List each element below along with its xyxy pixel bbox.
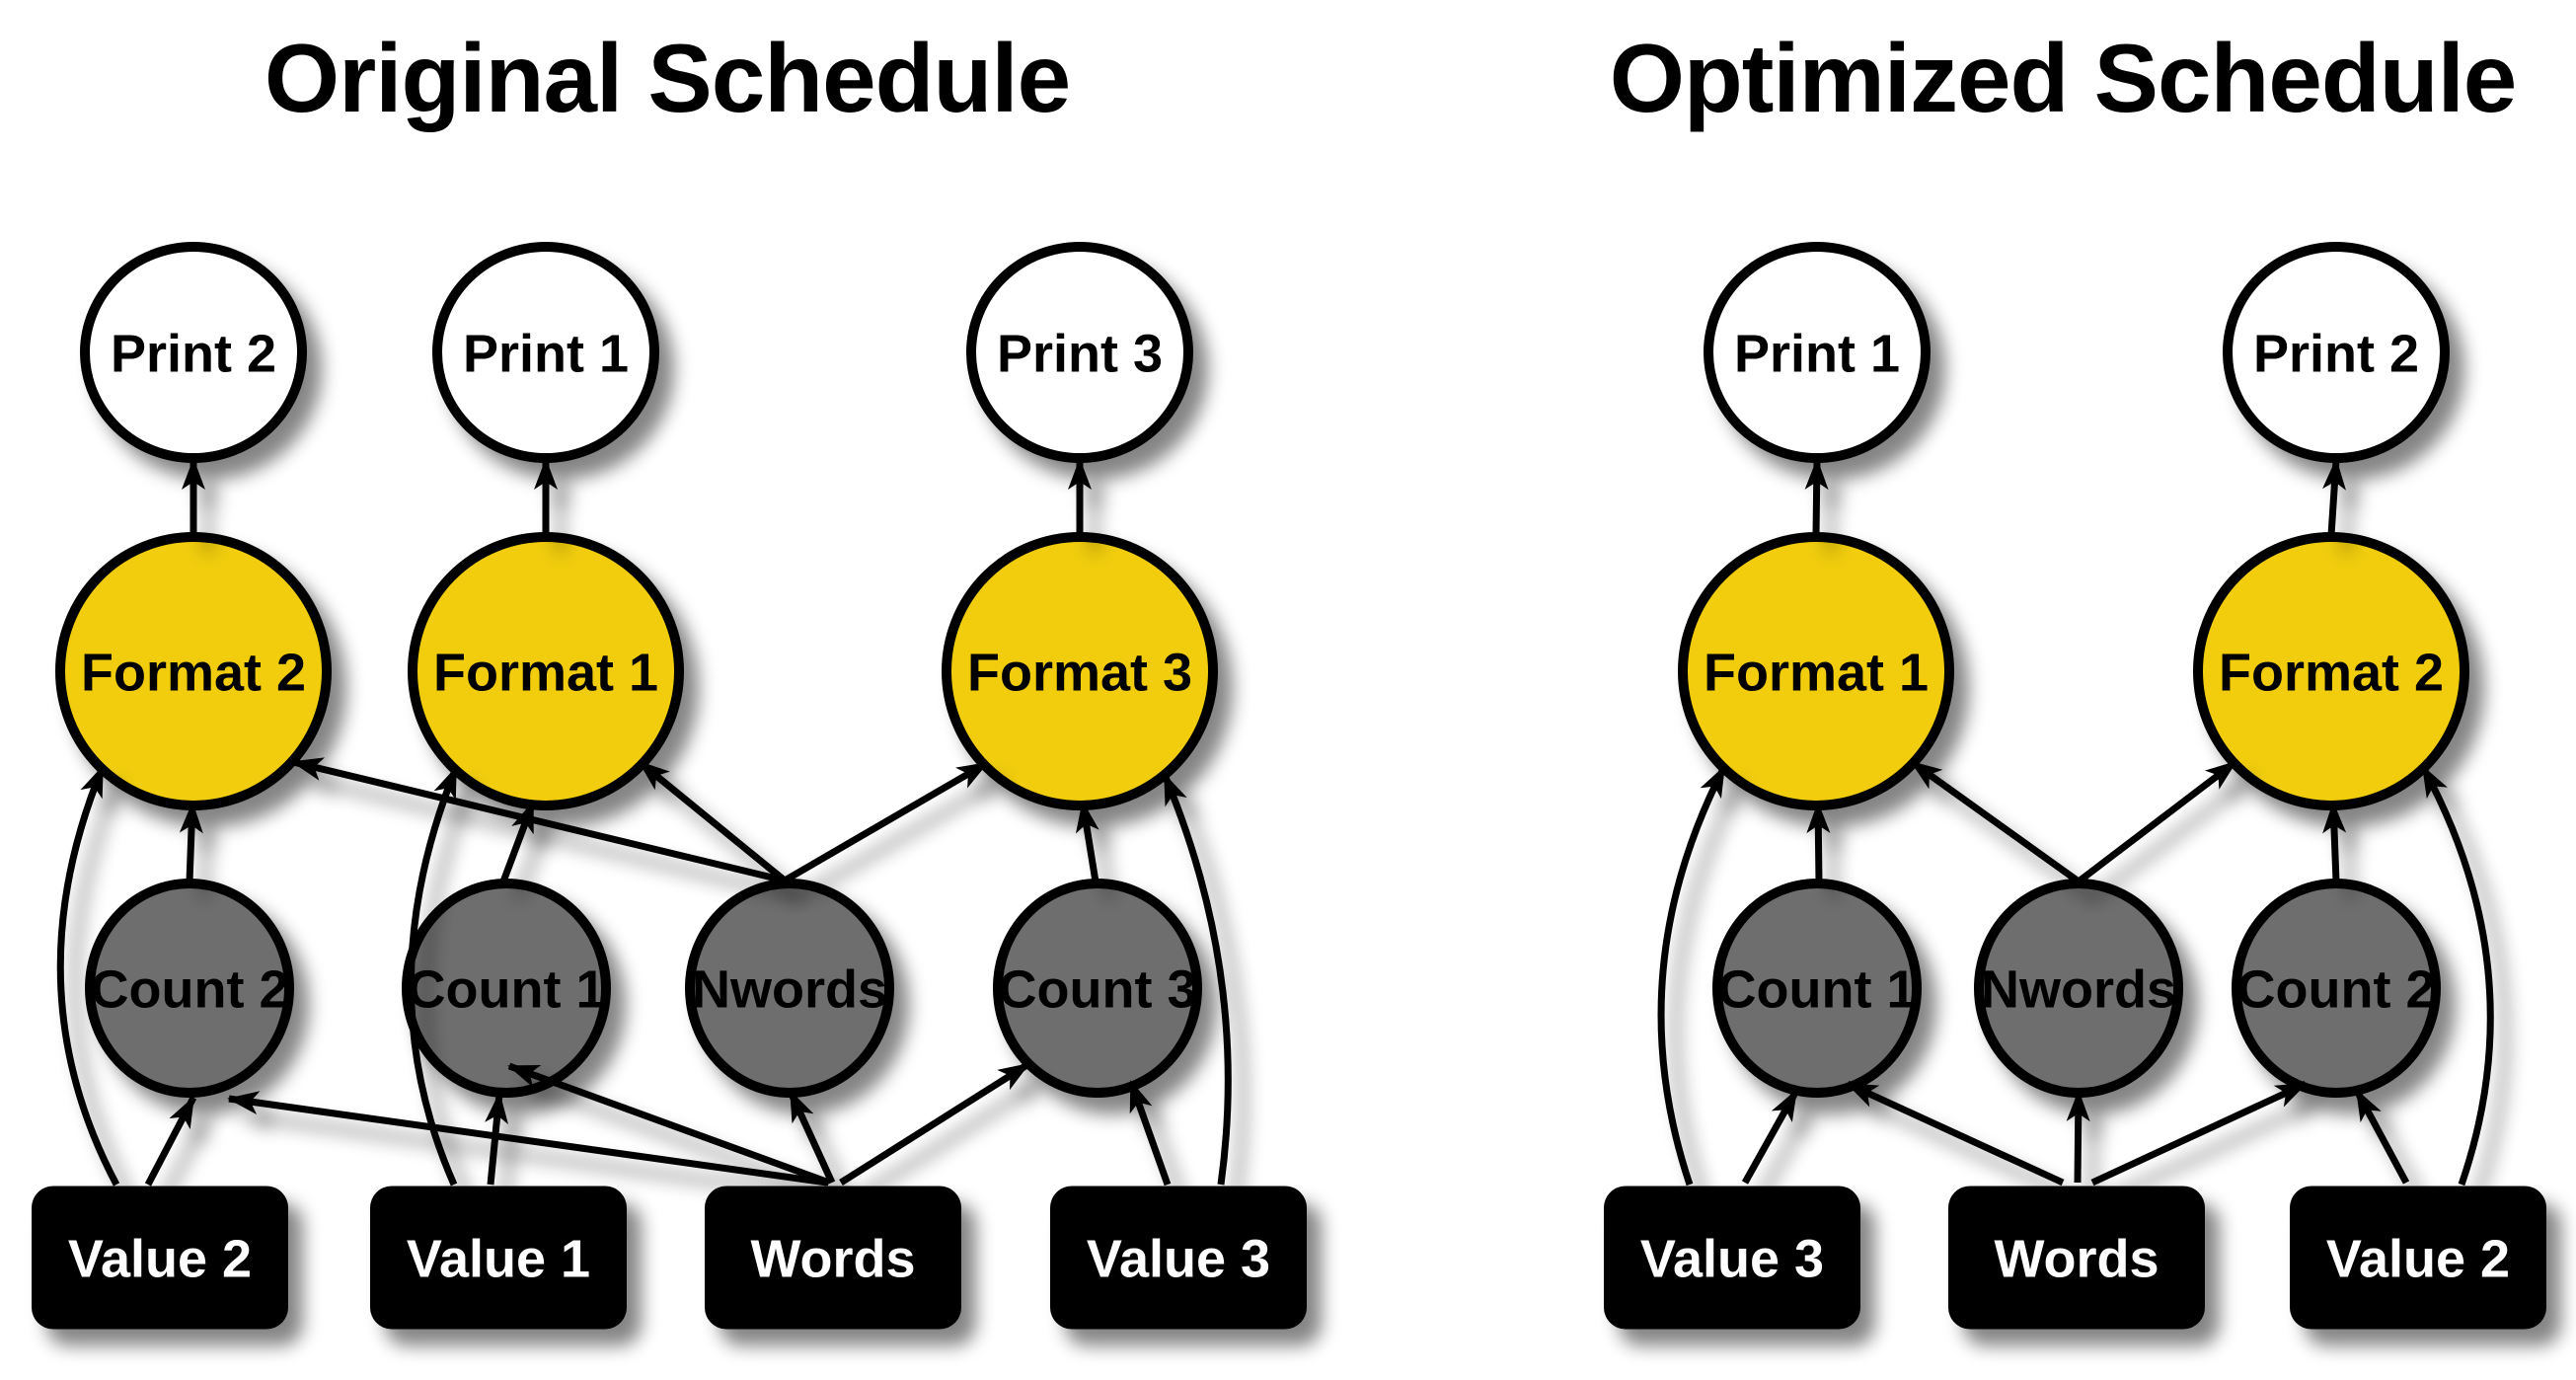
node-label-format2: Format 2 [81, 643, 306, 702]
node-label-format2: Format 2 [2219, 643, 2444, 702]
original-node-count3: Count 3 [993, 879, 1202, 1098]
optimized-edge-value2-to-format2 [2419, 765, 2494, 1187]
original-edge-words-to-count2 [227, 1091, 828, 1187]
source-box [1604, 1186, 1860, 1330]
node-label-print2: Print 2 [111, 324, 276, 383]
original-edge-count2-to-format2 [179, 802, 203, 882]
optimized-node-format1: Format 1 [1678, 532, 1954, 810]
original-node-value3: Value 3 [1050, 1186, 1307, 1330]
optimized-edge-format2-to-print2 [2322, 458, 2347, 536]
node-label-count3: Count 3 [999, 959, 1197, 1019]
optimized-edge-value2-to-count2 [2353, 1089, 2410, 1185]
original-node-words: Words [705, 1186, 961, 1330]
optimized-edge-value3-to-count1 [1741, 1089, 1800, 1185]
node-label-count1: Count 1 [1718, 959, 1917, 1019]
optimized-node-value2: Value 2 [2290, 1186, 2546, 1330]
optimized-edge-value3-to-format1 [1657, 765, 1728, 1187]
optimized-edge-format1-to-print1 [1804, 458, 1829, 536]
optimized-edge-count1-to-format1 [1806, 802, 1831, 882]
original-edge-value2-to-count2 [144, 1096, 197, 1187]
original-edge-value3-to-count3 [1127, 1080, 1172, 1187]
original-node-format3: Format 3 [942, 532, 1218, 810]
original-edge-nwords-to-format3 [783, 759, 989, 884]
node-label-value2: Value 2 [68, 1229, 252, 1288]
diagram-original: Print 2 Print 1 Print 3 Format 2 Format 1 For… [32, 242, 1307, 1330]
source-box [32, 1186, 288, 1330]
original-node-format1: Format 1 [408, 532, 684, 810]
original-node-print1: Print 1 [432, 242, 659, 463]
source-box [705, 1186, 961, 1330]
original-edge-words-to-count3 [839, 1061, 1030, 1186]
optimized-edge-nwords-to-format2 [2076, 759, 2238, 884]
optimized-node-count1: Count 1 [1712, 879, 1922, 1098]
node-label-print2: Print 2 [2253, 324, 2419, 383]
node-label-value1: Value 1 [407, 1229, 590, 1288]
node-label-value3: Value 3 [1640, 1229, 1824, 1288]
optimized-node-print1: Print 1 [1704, 242, 1931, 463]
original-node-print3: Print 3 [966, 242, 1193, 463]
title-original-schedule: Original Schedule [264, 24, 1071, 132]
original-node-nwords: Nwords [685, 879, 894, 1098]
source-box [2290, 1186, 2546, 1330]
title-optimized-schedule: Optimized Schedule [1609, 24, 2518, 132]
optimized-edge-nwords-to-format1 [1909, 759, 2082, 884]
original-edge-value2-to-format2 [56, 765, 120, 1187]
node-label-nwords: Nwords [1981, 959, 2176, 1019]
optimized-node-count2: Count 2 [2232, 879, 2441, 1098]
count-circle [1712, 879, 1922, 1098]
node-label-value2: Value 2 [2326, 1229, 2510, 1288]
optimized-node-format2: Format 2 [2193, 532, 2469, 810]
original-edge-nwords-to-format1 [637, 759, 788, 883]
node-label-print1: Print 1 [463, 324, 629, 383]
original-node-print2: Print 2 [80, 242, 307, 463]
node-label-words: Words [750, 1229, 915, 1288]
optimized-node-words: Words [1948, 1186, 2205, 1330]
node-label-print3: Print 3 [997, 324, 1163, 383]
original-node-count1: Count 1 [402, 879, 611, 1098]
print-circle [1704, 242, 1931, 463]
print-circle [2223, 242, 2450, 463]
node-label-count2: Count 2 [2237, 959, 2436, 1019]
original-node-value2: Value 2 [32, 1186, 288, 1330]
original-edge-count3-to-format3 [1075, 801, 1099, 882]
original-edge-value3-to-format3 [1161, 773, 1232, 1186]
node-label-print1: Print 1 [1734, 324, 1900, 383]
optimized-node-print2: Print 2 [2223, 242, 2450, 463]
count-circle [85, 879, 294, 1098]
optimized-node-value3: Value 3 [1604, 1186, 1860, 1330]
source-box [370, 1186, 627, 1330]
node-label-count2: Count 2 [91, 959, 289, 1019]
original-edge-words-to-count1 [507, 1062, 831, 1187]
count-circle [993, 879, 1202, 1098]
optimized-edge-words-to-count1 [1846, 1080, 2065, 1187]
format-circle [408, 532, 684, 810]
node-label-count1: Count 1 [408, 959, 606, 1019]
diagram-optimized: Print 1 Print 2 Format 1 Format 2 Count 1 Nwo… [1604, 242, 2546, 1330]
optimized-node-nwords: Nwords [1974, 879, 2183, 1098]
original-node-value1: Value 1 [370, 1186, 627, 1330]
node-label-format1: Format 1 [1704, 643, 1929, 702]
optimized-edge-words-to-count2 [2090, 1080, 2308, 1187]
original-node-format2: Format 2 [55, 532, 332, 810]
node-label-format3: Format 3 [967, 643, 1192, 702]
node-label-words: Words [1994, 1229, 2159, 1288]
node-label-nwords: Nwords [692, 959, 887, 1019]
original-edge-nwords-to-format2 [291, 757, 786, 884]
optimized-edge-words-to-nwords [2066, 1090, 2090, 1184]
source-box [1948, 1186, 2205, 1330]
count-circle [2232, 879, 2441, 1098]
source-box [1050, 1186, 1307, 1330]
original-node-count2: Count 2 [85, 879, 294, 1098]
node-label-format1: Format 1 [433, 643, 658, 702]
node-label-value3: Value 3 [1087, 1229, 1270, 1288]
optimized-edge-count2-to-format2 [2322, 802, 2347, 882]
original-edge-words-to-nwords [787, 1090, 836, 1185]
